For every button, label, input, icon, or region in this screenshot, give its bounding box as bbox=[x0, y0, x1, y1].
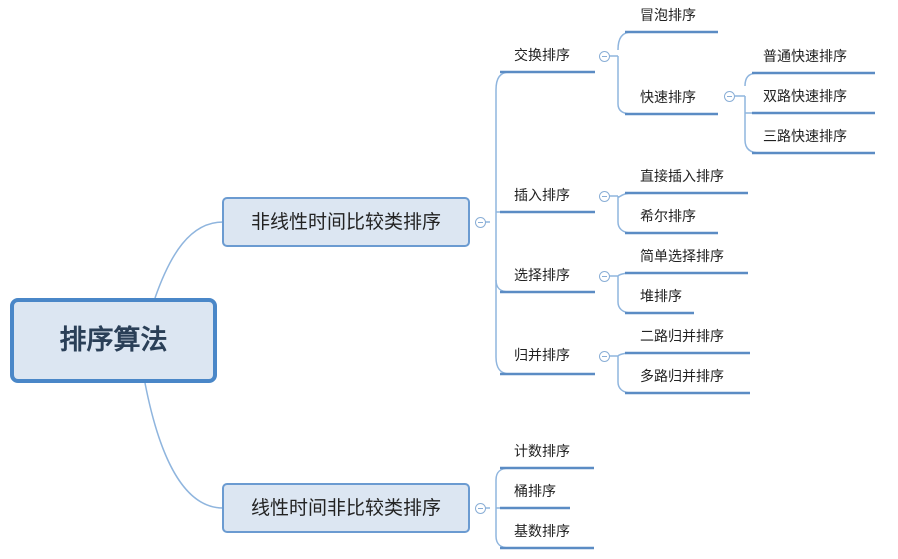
topic-direct-insertion-sort[interactable]: 直接插入排序 bbox=[640, 168, 724, 186]
topic-label: 交换排序 bbox=[514, 48, 570, 64]
topic-shell-sort[interactable]: 希尔排序 bbox=[640, 208, 696, 226]
topic-label: 冒泡排序 bbox=[640, 8, 696, 24]
topic-simple-selection-sort[interactable]: 简单选择排序 bbox=[640, 248, 724, 266]
collapse-toggle-icon[interactable] bbox=[599, 191, 610, 202]
topic-counting-sort[interactable]: 计数排序 bbox=[514, 443, 570, 461]
collapse-toggle-icon[interactable] bbox=[475, 503, 486, 514]
topic-two-way-quick-sort[interactable]: 双路快速排序 bbox=[763, 88, 847, 106]
topic-label: 希尔排序 bbox=[640, 209, 696, 225]
connector-root-branch1 bbox=[154, 221, 224, 299]
topic-bubble-sort[interactable]: 冒泡排序 bbox=[640, 7, 696, 25]
collapse-toggle-icon[interactable] bbox=[599, 351, 610, 362]
topic-label: 双路快速排序 bbox=[763, 89, 847, 105]
topic-label: 三路快速排序 bbox=[763, 129, 847, 145]
topic-linear-noncomparison[interactable]: 线性时间非比较类排序 bbox=[222, 483, 470, 533]
topic-label: 快速排序 bbox=[640, 90, 696, 106]
connector-branch1-trunk bbox=[480, 71, 580, 375]
topic-multi-way-merge-sort[interactable]: 多路归并排序 bbox=[640, 368, 724, 386]
topic-merge-sort[interactable]: 归并排序 bbox=[514, 347, 570, 365]
topic-label: 基数排序 bbox=[514, 524, 570, 540]
topic-selection-sort[interactable]: 选择排序 bbox=[514, 267, 570, 285]
topic-two-way-merge-sort[interactable]: 二路归并排序 bbox=[640, 328, 724, 346]
topic-label: 多路归并排序 bbox=[640, 369, 724, 385]
topic-heap-sort[interactable]: 堆排序 bbox=[640, 288, 682, 306]
topic-exchange-sort[interactable]: 交换排序 bbox=[514, 47, 570, 65]
topic-label: 插入排序 bbox=[514, 188, 570, 204]
topic-insertion-sort[interactable]: 插入排序 bbox=[514, 187, 570, 205]
collapse-toggle-icon[interactable] bbox=[599, 271, 610, 282]
topic-normal-quick-sort[interactable]: 普通快速排序 bbox=[763, 48, 847, 66]
root-topic-label: 排序算法 bbox=[59, 324, 168, 356]
root-topic[interactable]: 排序算法 bbox=[10, 298, 217, 383]
topic-three-way-quick-sort[interactable]: 三路快速排序 bbox=[763, 128, 847, 146]
topic-label: 简单选择排序 bbox=[640, 249, 724, 265]
topic-bucket-sort[interactable]: 桶排序 bbox=[514, 483, 556, 501]
collapse-toggle-icon[interactable] bbox=[599, 51, 610, 62]
topic-label: 桶排序 bbox=[514, 484, 556, 500]
topic-label: 普通快速排序 bbox=[763, 49, 847, 65]
topic-label: 非线性时间比较类排序 bbox=[250, 211, 441, 233]
topic-label: 线性时间非比较类排序 bbox=[250, 497, 441, 519]
topic-label: 选择排序 bbox=[514, 268, 570, 284]
topic-radix-sort[interactable]: 基数排序 bbox=[514, 523, 570, 541]
topic-label: 堆排序 bbox=[640, 289, 682, 305]
connector-root-branch2 bbox=[144, 382, 224, 509]
topic-quick-sort[interactable]: 快速排序 bbox=[640, 89, 696, 107]
collapse-toggle-icon[interactable] bbox=[475, 217, 486, 228]
topic-label: 计数排序 bbox=[514, 444, 570, 460]
topic-nonlinear-comparison[interactable]: 非线性时间比较类排序 bbox=[222, 197, 470, 247]
collapse-toggle-icon[interactable] bbox=[724, 91, 735, 102]
topic-label: 归并排序 bbox=[514, 348, 570, 364]
topic-label: 二路归并排序 bbox=[640, 329, 724, 345]
topic-label: 直接插入排序 bbox=[640, 169, 724, 185]
connector-quick-children bbox=[735, 72, 875, 154]
